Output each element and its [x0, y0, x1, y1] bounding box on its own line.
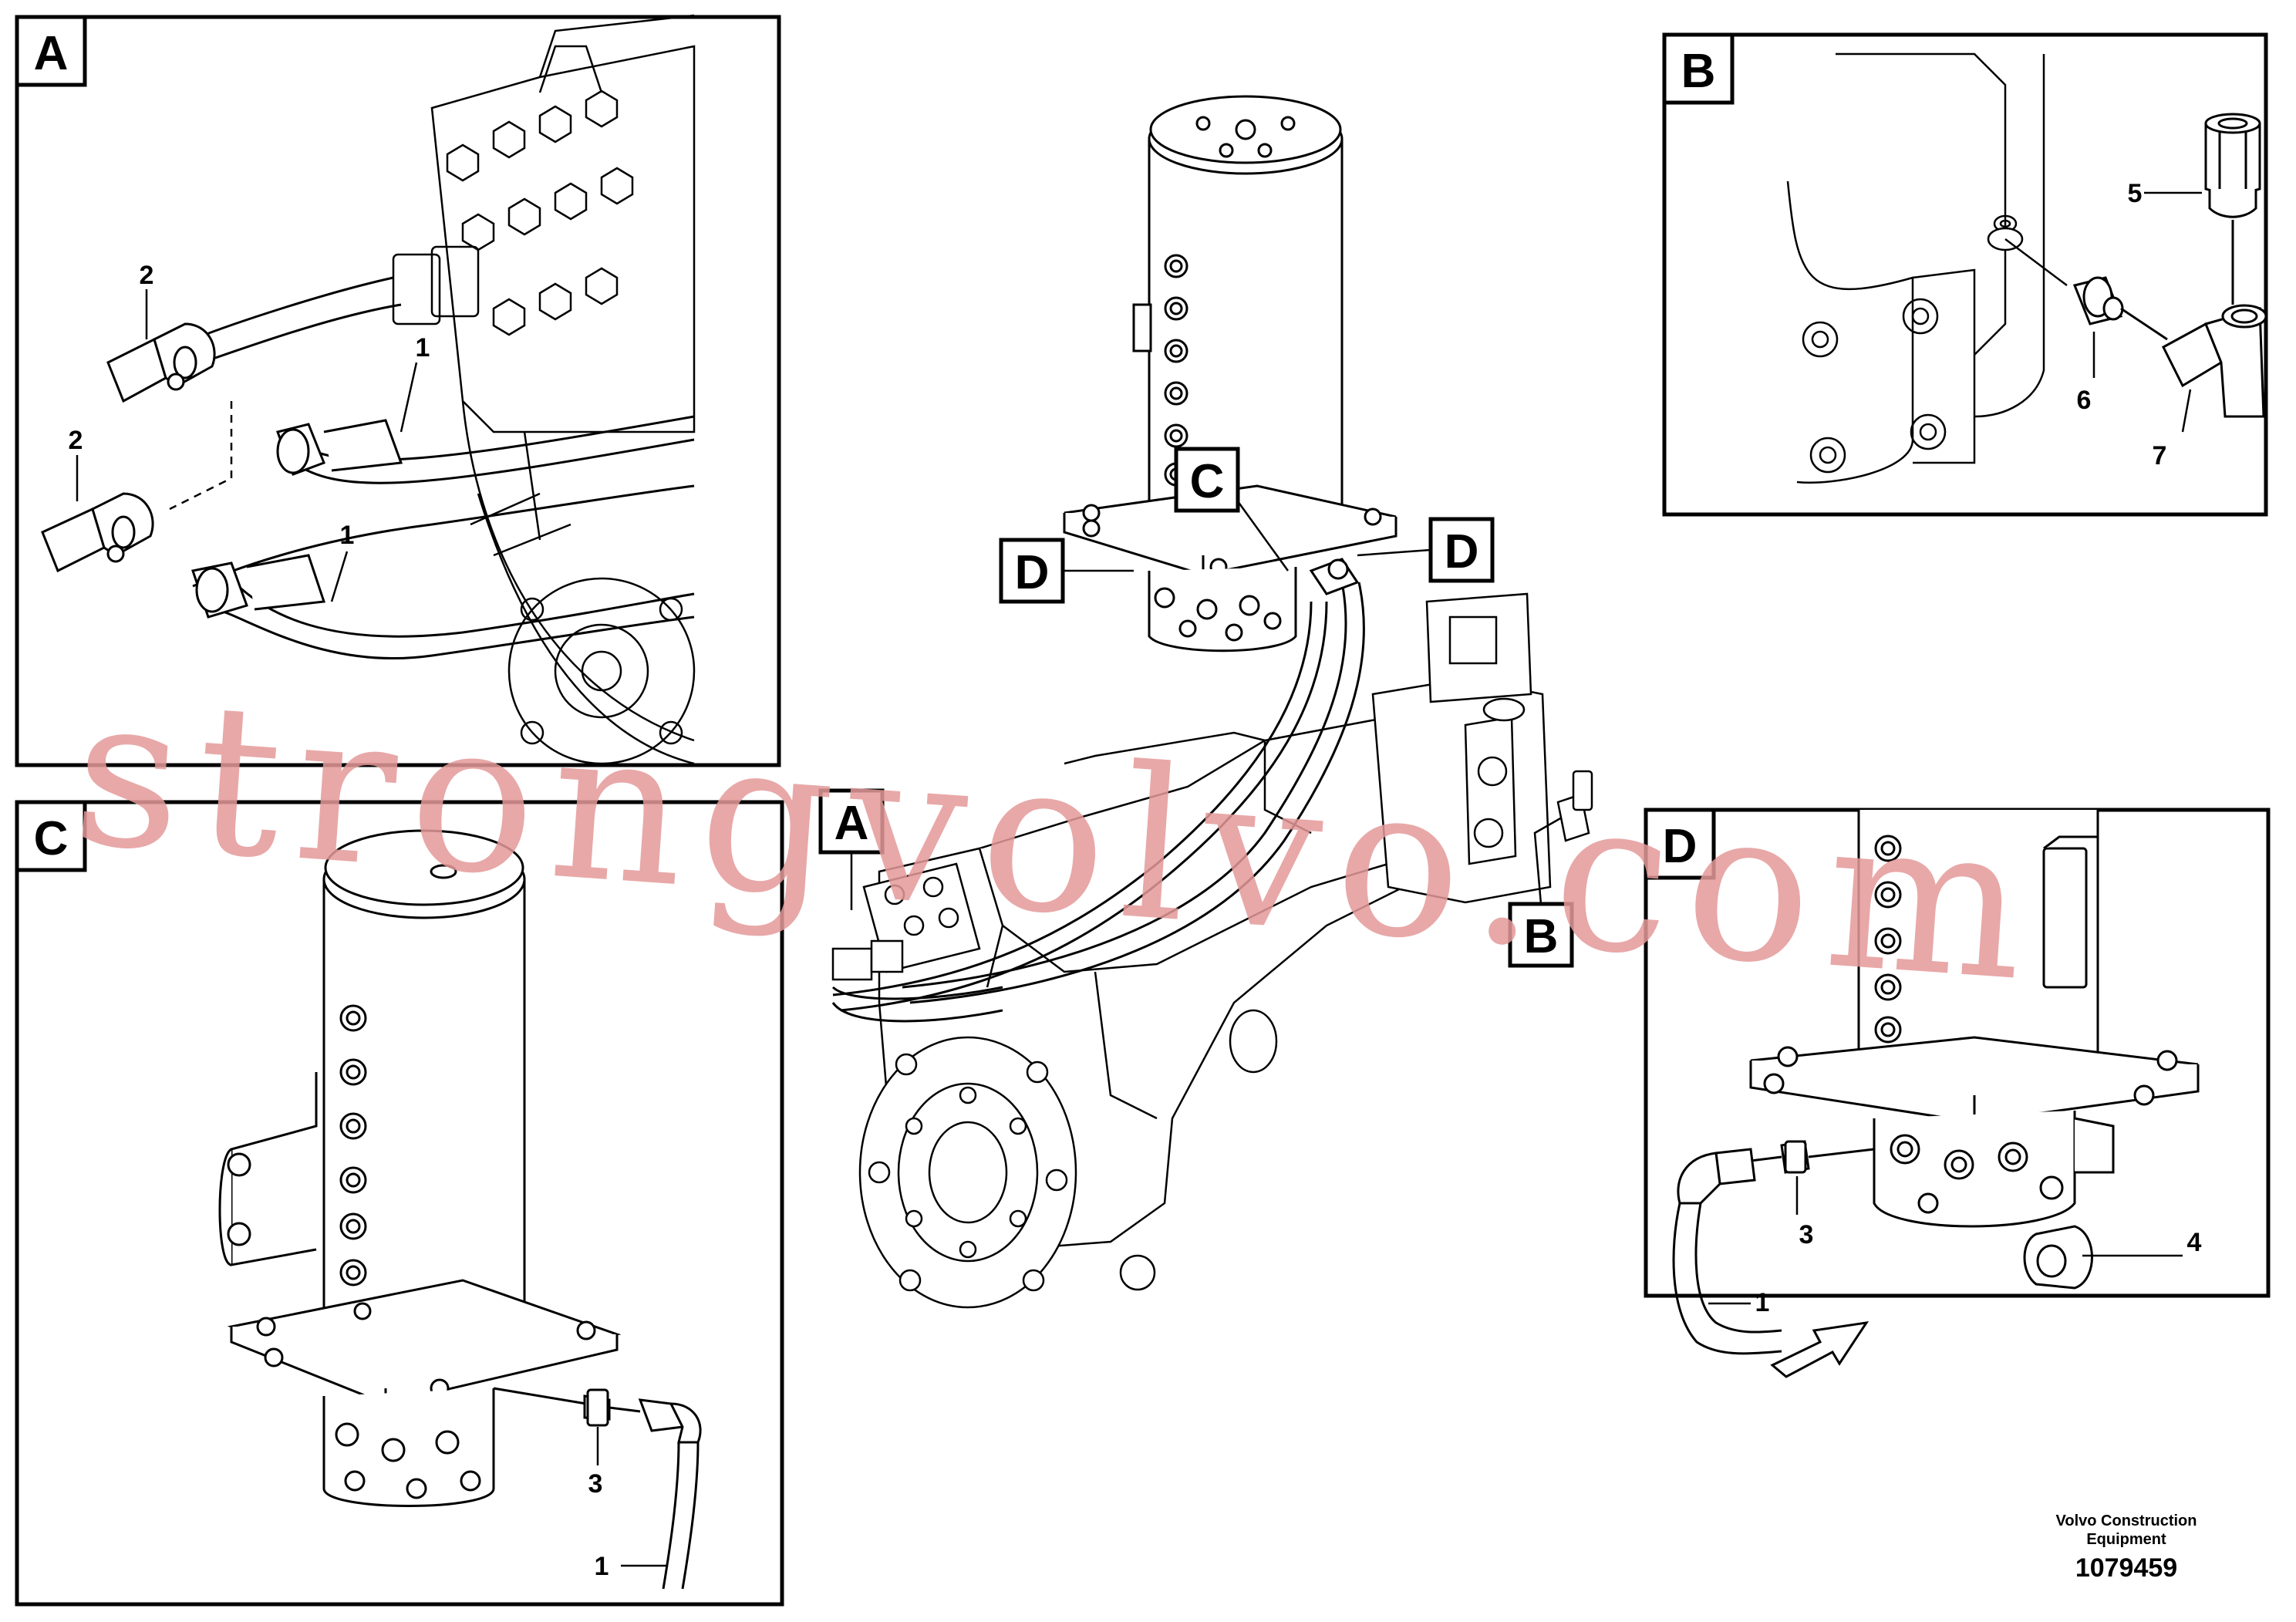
detail-panel-c: [15, 800, 784, 1607]
panel-a-letter: A: [34, 27, 69, 80]
panel-a-callout-1-lower: 1: [340, 521, 355, 550]
panel-b-callout-6: 6: [2077, 386, 2092, 415]
main-ref-a: A: [834, 797, 869, 850]
panel-c-callout-1: 1: [595, 1552, 609, 1581]
main-ref-d-left: D: [1015, 546, 1050, 599]
panel-d-callout-4: 4: [2187, 1228, 2202, 1257]
panel-b-letter: B: [1681, 45, 1716, 98]
panel-c-callout-3: 3: [588, 1469, 603, 1499]
panel-d-callout-3: 3: [1799, 1220, 1814, 1249]
main-ref-b: B: [1524, 910, 1559, 963]
panel-d-letter: D: [1663, 820, 1698, 873]
footer: Volvo Construction Equipment 1079459: [2026, 1512, 2227, 1583]
brand-name: Volvo Construction Equipment: [2055, 1512, 2197, 1548]
main-ref-d-right: D: [1445, 525, 1479, 578]
main-ref-c: C: [1190, 455, 1225, 508]
panel-a-callout-2-lower: 2: [69, 426, 83, 455]
drawing-number: 1079459: [2075, 1553, 2178, 1583]
panel-d-callout-1: 1: [1755, 1288, 1770, 1317]
detail-panel-a: [15, 14, 781, 767]
panel-a-callout-1-upper: 1: [416, 333, 430, 363]
detail-panel-b: [1662, 32, 2268, 517]
panel-b-callout-5: 5: [2128, 179, 2143, 208]
panel-c-letter: C: [34, 812, 69, 865]
panel-b-callout-7: 7: [2153, 441, 2167, 470]
detail-panel-d: [1644, 808, 2271, 1378]
main-assembly-view: [818, 95, 1593, 1309]
panel-a-callout-2-upper: 2: [140, 261, 154, 290]
